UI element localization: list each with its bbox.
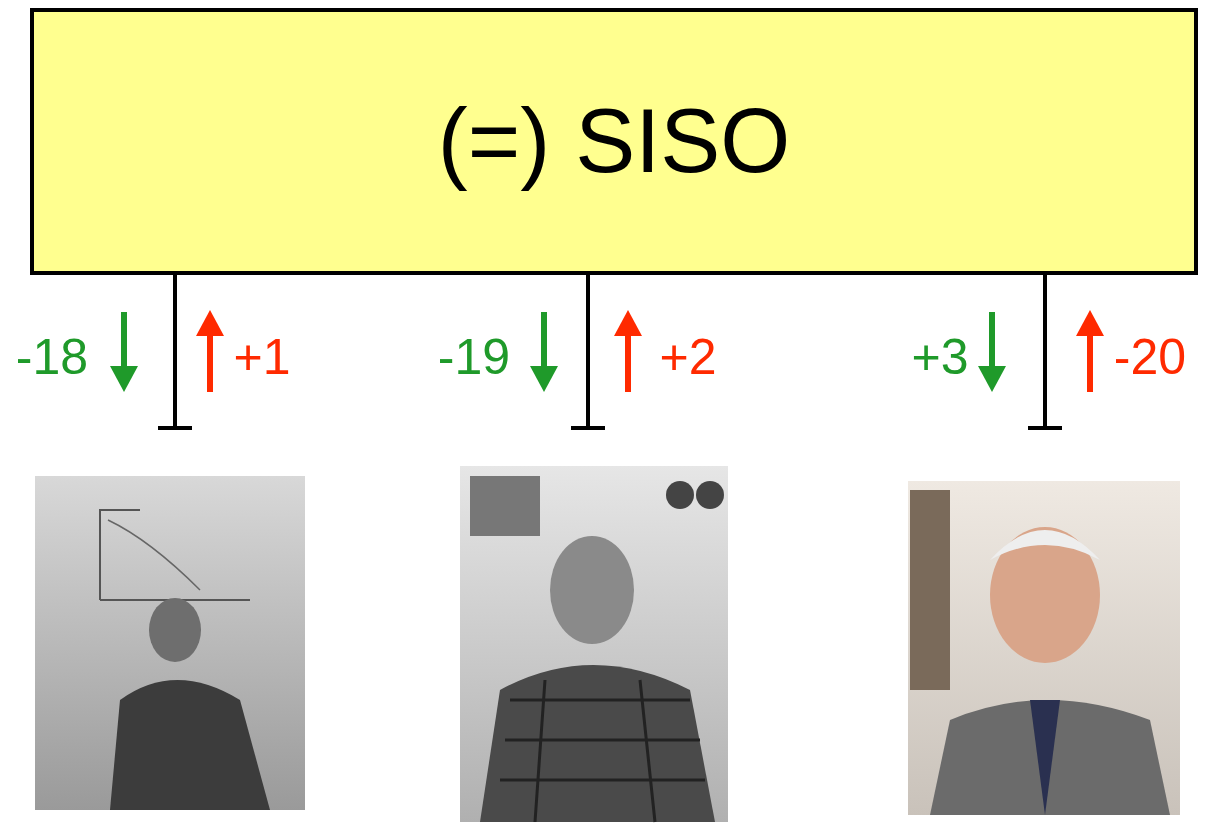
stem-line [1043, 275, 1047, 428]
portrait-photo [460, 466, 728, 822]
score-number: -19 [438, 328, 510, 386]
arrow-head [530, 366, 558, 392]
down-arrows [110, 312, 1006, 392]
up-arrow [1087, 330, 1093, 392]
portrait-photo [35, 476, 305, 810]
score-number: -18 [16, 328, 88, 386]
stem-line [586, 275, 590, 428]
arrow-head [196, 310, 224, 336]
arrow-head [614, 310, 642, 336]
score-number: +1 [233, 328, 290, 386]
arrow-head [1076, 310, 1104, 336]
title-box: (=) SISO [30, 8, 1198, 275]
down-arrow [989, 312, 995, 372]
up-arrow [207, 330, 213, 392]
stem-lines [158, 275, 1062, 428]
stem-end [158, 426, 192, 430]
portrait-photo [908, 481, 1180, 815]
box-title: (=) SISO [438, 92, 791, 191]
stem-end [1028, 426, 1062, 430]
stem-line [173, 275, 177, 428]
score-number: +2 [659, 328, 716, 386]
arrow-head [110, 366, 138, 392]
down-arrow [121, 312, 127, 372]
stem-end [571, 426, 605, 430]
arrow-head [978, 366, 1006, 392]
up-arrows [196, 310, 1104, 392]
score-number: +3 [911, 328, 968, 386]
up-arrow [625, 330, 631, 392]
score-number: -20 [1114, 328, 1186, 386]
down-arrow [541, 312, 547, 372]
